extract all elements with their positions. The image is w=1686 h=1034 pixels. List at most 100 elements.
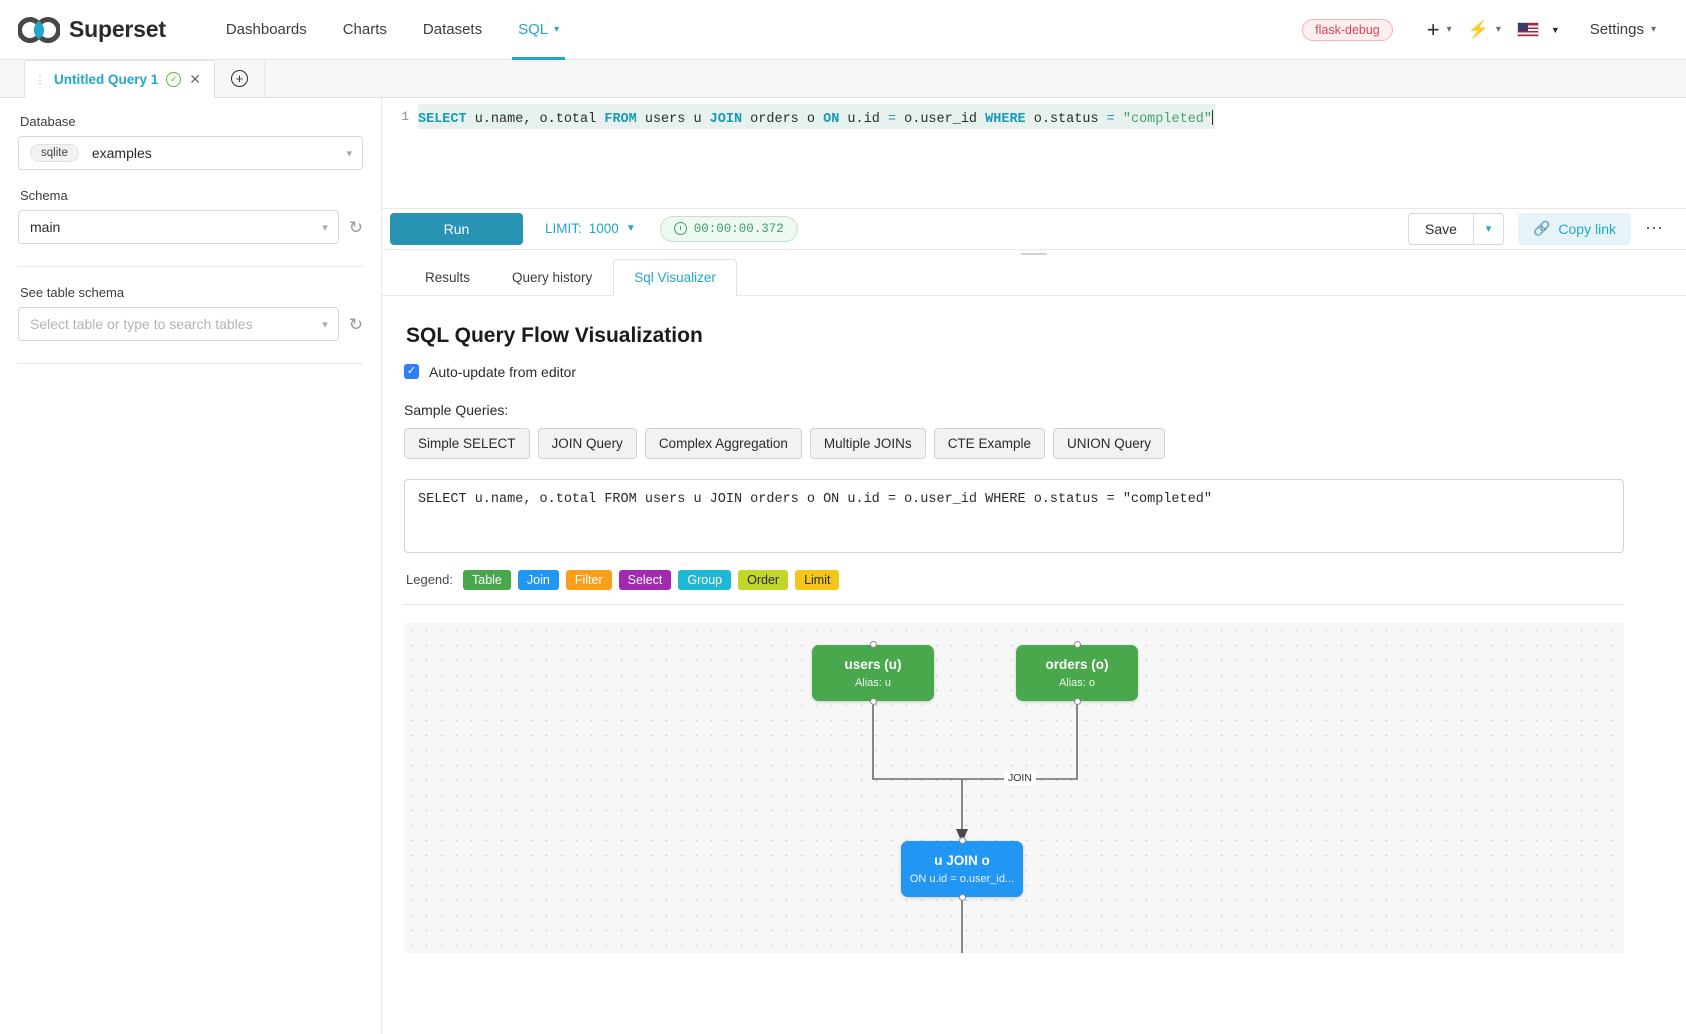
sql-input-textarea[interactable] [404,478,1624,553]
tab-sql-visualizer[interactable]: Sql Visualizer [613,258,737,296]
flow-edges [872,704,1078,953]
sample-query-union-query[interactable]: UNION Query [1052,427,1165,459]
save-button[interactable]: Save [1408,212,1474,245]
chevron-down-icon: ▾ [322,318,328,331]
schema-field: Schema main ▾ ↻ [18,188,363,244]
chevron-down-icon: ▾ [554,24,560,35]
sql-code-editor[interactable]: 1 SELECT u.name, o.total FROM users u JO… [382,98,1686,210]
clock-icon [673,222,687,236]
tab-label: Query history [512,269,593,285]
chevron-down-icon: ▾ [1650,24,1656,35]
bolt-menu-button[interactable]: ⚡ ▾ [1460,20,1509,40]
navbar-right: flask-debug + ▾ ⚡ ▾ ▼ Settings ▾ [1302,18,1664,41]
query-tab-label: Untitled Query 1 [54,72,159,87]
sample-query-join-query[interactable]: JOIN Query [537,427,637,459]
legend-badge-select: Select [618,569,672,590]
superset-logo[interactable]: Superset [18,16,166,43]
nav-label: SQL [518,21,549,38]
success-check-icon: ✓ [166,72,182,87]
copy-link-button[interactable]: 🔗 Copy link [1517,212,1631,245]
node-subtitle: Alias: o [1058,676,1096,689]
legend-badge-limit: Limit [795,569,840,590]
query-tab-bar: ⋮ Untitled Query 1 ✓ ✕ + [0,59,1686,98]
save-dropdown-toggle[interactable]: ▾ [1473,212,1504,245]
database-select[interactable]: sqlite examples ▾ [18,136,363,170]
sql-visualizer-panel: SQL Query Flow Visualization ✓ Auto-upda… [382,296,1686,1034]
add-query-tab-button[interactable]: + [215,59,266,97]
tab-label: Results [425,269,471,285]
table-select[interactable]: Select table or type to search tables ▾ [18,307,339,341]
legend-badge-filter: Filter [565,569,612,590]
flow-node-users[interactable]: users (u) Alias: u [812,640,934,705]
line-number: 1 [401,110,409,124]
main-nav: Dashboards Charts Datasets SQL ▾ [208,0,577,60]
node-port-top [869,640,877,648]
legend-badge-group: Group [678,569,732,590]
nav-label: Charts [342,21,387,38]
flow-node-join[interactable]: u JOIN o ON u.id = o.user_id... [901,836,1023,901]
nav-link-datasets[interactable]: Datasets [405,0,500,60]
panel-resize-handle[interactable] [382,250,1686,258]
node-port-top [958,836,966,844]
run-button[interactable]: Run [390,212,523,245]
refresh-tables-icon[interactable]: ↻ [348,314,363,334]
drag-handle-icon[interactable]: ⋮ [34,72,46,87]
sample-query-simple-select[interactable]: Simple SELECT [404,427,530,459]
lightning-bolt-icon: ⚡ [1467,19,1489,39]
tab-query-history[interactable]: Query history [491,259,613,296]
sidebar-divider-bottom [18,363,363,364]
timer-value: 00:00:00.372 [693,221,784,236]
nav-link-sql[interactable]: SQL ▾ [500,0,577,60]
sample-query-multiple-joins[interactable]: Multiple JOINs [809,427,926,459]
node-title: u JOIN o [934,852,990,868]
tab-results[interactable]: Results [404,259,491,296]
page-title: SQL Query Flow Visualization [406,323,703,347]
auto-update-row: ✓ Auto-update from editor [404,364,1664,380]
node-port-bottom [869,697,877,705]
triangle-down-icon: ▼ [1550,24,1560,35]
limit-dropdown[interactable]: LIMIT: 1000 ▼ [545,221,636,236]
editor-code-wrap: SELECT u.name, o.total FROM users u JOIN… [418,104,1686,208]
tab-label: Sql Visualizer [634,269,716,285]
limit-label: LIMIT: [545,221,582,237]
editor-gutter: 1 [382,104,418,208]
auto-update-checkbox[interactable]: ✓ [404,364,419,380]
database-value: examples [91,145,152,161]
query-flow-canvas[interactable]: users (u) Alias: u orders (o) Alias: o J… [404,622,1624,953]
legend-badge-join: Join [517,569,559,590]
editor-panel: 1 SELECT u.name, o.total FROM users u JO… [382,98,1686,1034]
node-port-top [1073,640,1081,648]
node-title: orders (o) [1045,656,1109,672]
language-selector[interactable]: ▼ [1509,22,1568,37]
schema-select[interactable]: main ▾ [18,210,339,244]
flow-node-orders[interactable]: orders (o) Alias: o [1016,640,1138,705]
table-schema-label: See table schema [20,285,125,300]
node-subtitle: ON u.id = o.user_id... [909,872,1015,885]
chevron-down-icon: ▾ [346,147,352,160]
auto-update-label: Auto-update from editor [429,363,577,380]
left-panel: Database sqlite examples ▾ Schema main ▾… [0,98,382,1034]
close-icon[interactable]: ✕ [189,71,202,87]
editor-line-1: SELECT u.name, o.total FROM users u JOIN… [418,104,1215,129]
settings-label: Settings [1589,21,1644,38]
sample-queries-row: Simple SELECT JOIN Query Complex Aggrega… [404,427,1664,459]
database-label: Database [20,114,76,129]
node-port-bottom [958,893,966,901]
legend: Legend: Table Join Filter Select Group O… [406,569,1664,590]
node-title: users (u) [844,656,902,672]
node-subtitle: Alias: u [854,676,892,689]
more-options-icon[interactable]: ⋯ [1645,218,1664,239]
database-field: Database sqlite examples ▾ [18,114,363,170]
new-item-button[interactable]: + ▾ [1419,18,1460,41]
plus-circle-icon: + [231,69,249,87]
table-placeholder: Select table or type to search tables [30,316,253,332]
sample-query-cte-example[interactable]: CTE Example [933,427,1045,459]
toolbar-right: Save ▾ 🔗 Copy link ⋯ [1408,212,1664,245]
nav-link-dashboards[interactable]: Dashboards [208,0,325,60]
refresh-schemas-icon[interactable]: ↻ [348,217,363,237]
nav-link-charts[interactable]: Charts [325,0,405,60]
link-icon: 🔗 [1532,220,1551,237]
sample-query-complex-aggregation[interactable]: Complex Aggregation [644,427,802,459]
query-tab-untitled-query-1[interactable]: ⋮ Untitled Query 1 ✓ ✕ [24,60,216,98]
settings-menu[interactable]: Settings ▾ [1568,21,1664,38]
